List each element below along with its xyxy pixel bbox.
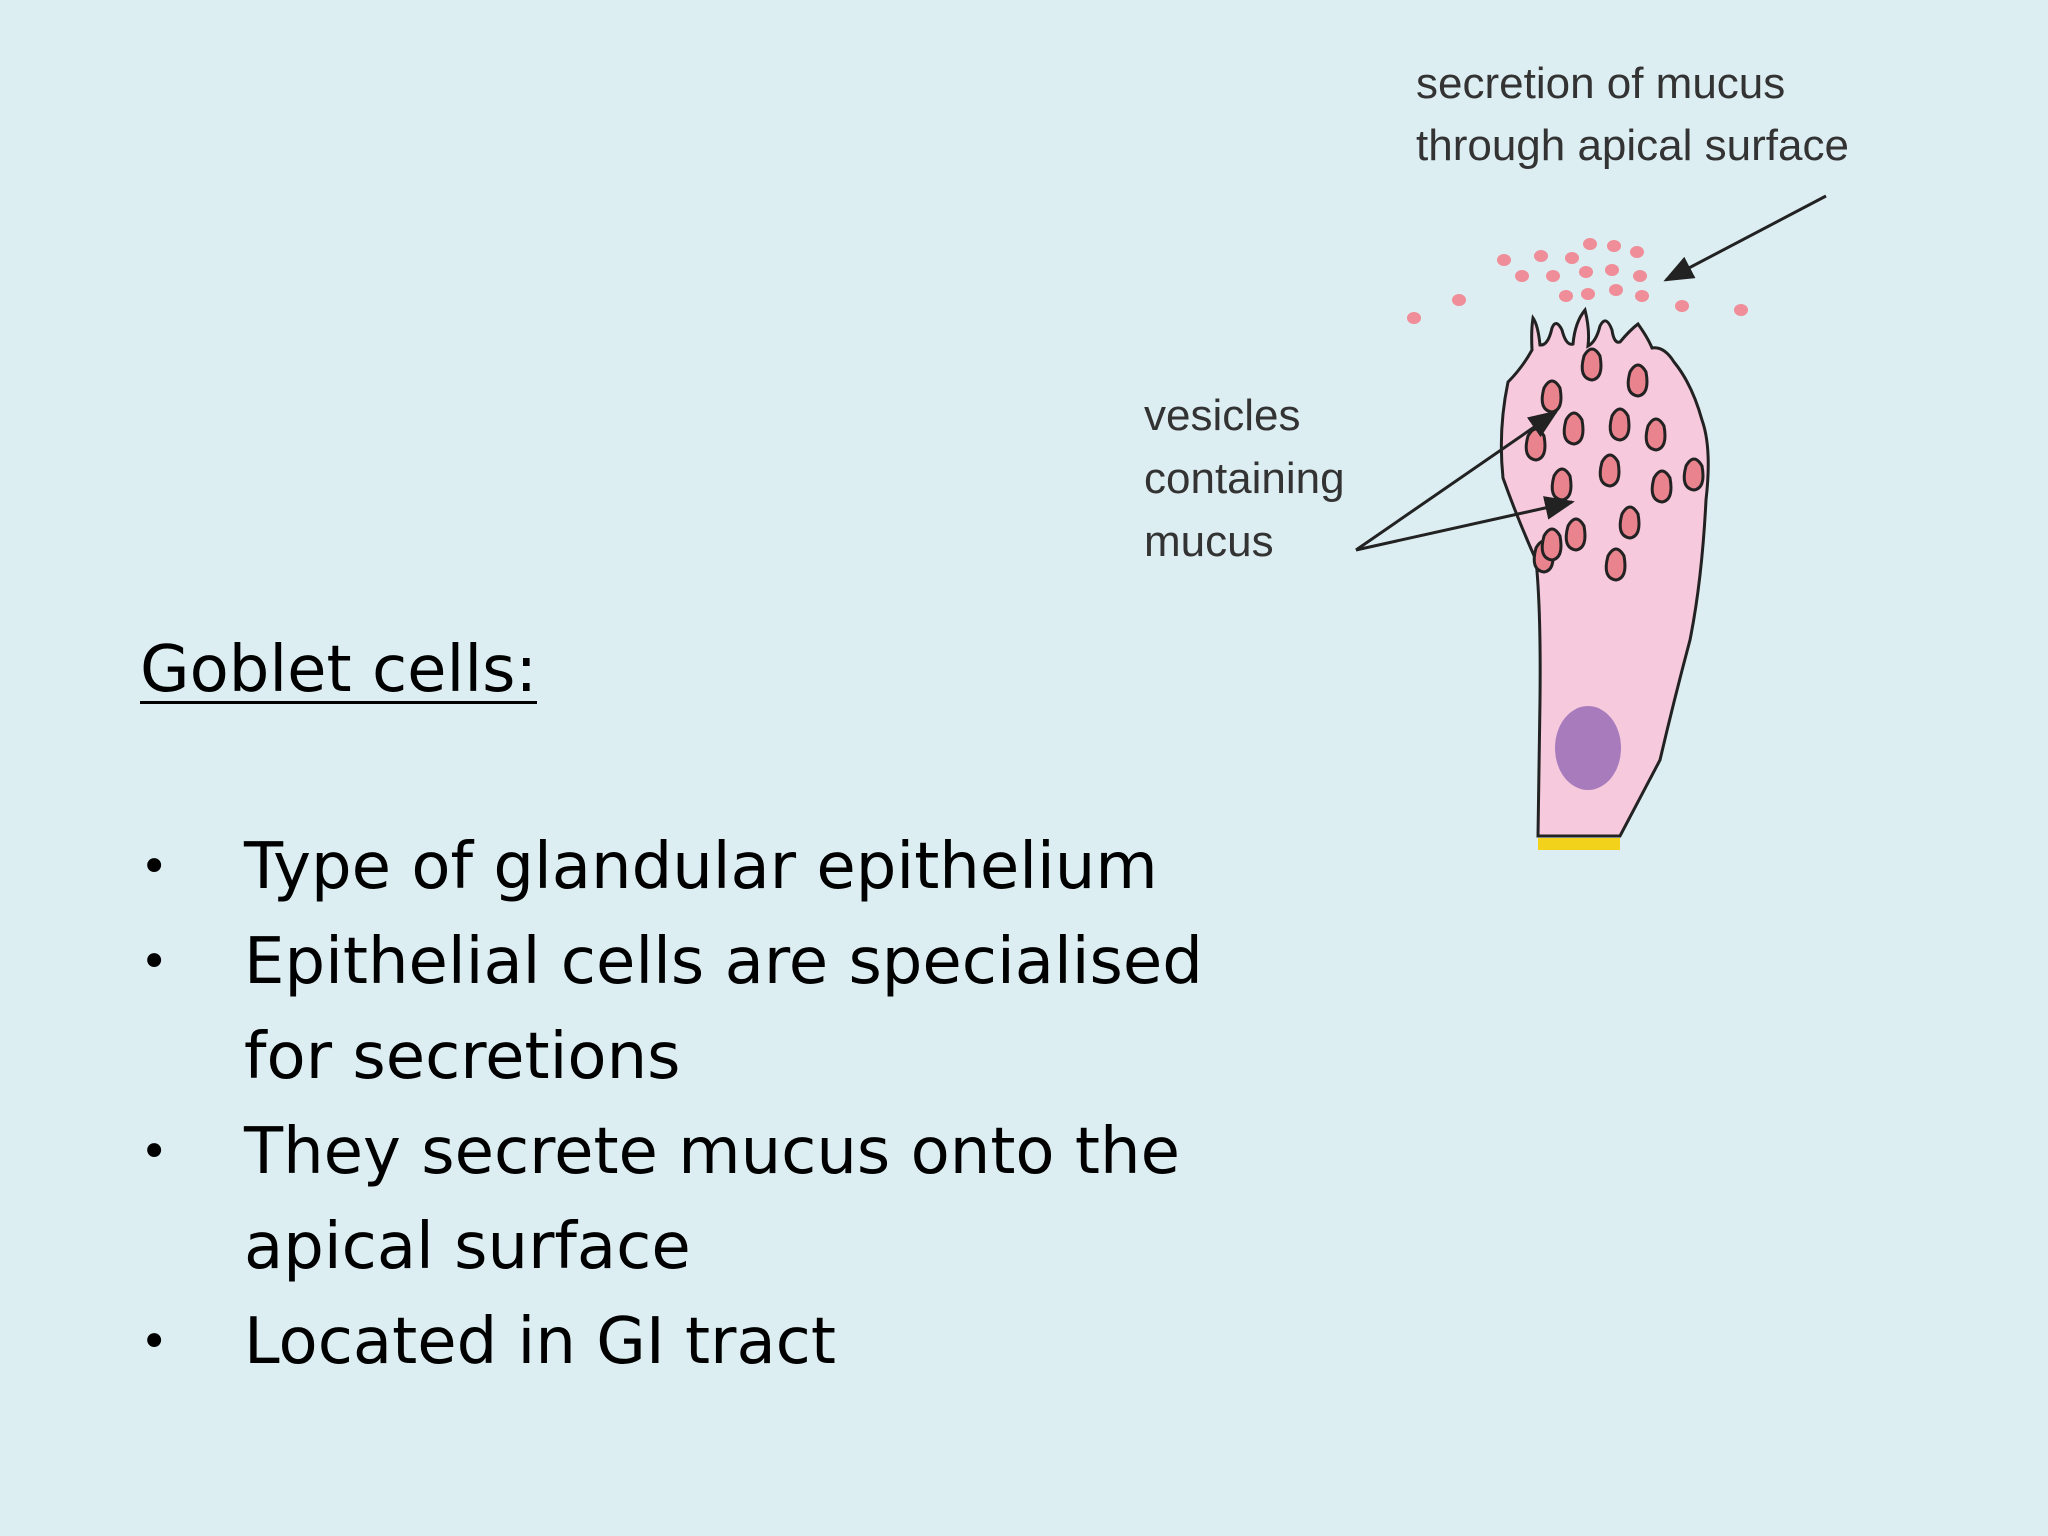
vesicle: [1644, 417, 1667, 452]
bullet-item: • They secrete mucus onto the apical surf…: [140, 1105, 1240, 1295]
vesicle: [1598, 453, 1621, 488]
bullet-dot: •: [140, 1124, 169, 1180]
bullet-text: Type of glandular epithelium: [244, 830, 1158, 904]
vesicle: [1618, 505, 1641, 540]
vesicle: [1626, 363, 1649, 398]
bullet-list: • Type of glandular epithelium • Epithelia…: [140, 820, 1240, 1390]
label-secretion-line1: secretion of mucus: [1416, 59, 1785, 108]
vesicle: [1580, 347, 1603, 382]
bullet-item: • Type of glandular epithelium: [140, 820, 1240, 915]
nucleus: [1555, 706, 1621, 790]
vesicle: [1604, 547, 1627, 582]
label-vesicles-line3: mucus: [1144, 517, 1274, 566]
bullet-dot: •: [140, 1314, 169, 1370]
arrow-secretion: [1663, 194, 1827, 282]
basement-membrane: [1538, 838, 1620, 850]
vesicle: [1682, 457, 1705, 492]
label-vesicles-line1: vesicles: [1144, 391, 1301, 440]
bullet-text: They secrete mucus onto the apical surfa…: [244, 1115, 1180, 1284]
vesicle: [1562, 411, 1585, 446]
bullet-dot: •: [140, 839, 169, 895]
vesicle: [1524, 427, 1547, 462]
label-vesicles-line2: containing: [1144, 454, 1345, 503]
bullet-item: • Located in GI tract: [140, 1295, 1240, 1390]
vesicle: [1564, 517, 1587, 552]
mucus-droplets: [1407, 238, 1748, 324]
bullet-text: Located in GI tract: [244, 1305, 836, 1379]
vesicle: [1608, 407, 1631, 442]
label-secretion-line2: through apical surface: [1416, 121, 1849, 170]
vesicle: [1540, 527, 1563, 562]
vesicle: [1550, 467, 1573, 502]
slide-title: Goblet cells:: [140, 633, 537, 707]
arrow-vesicle-lower: [1355, 496, 1575, 552]
goblet-cell-diagram: secretion of mucus through apical surfac…: [1144, 59, 1849, 850]
bullet-dot: •: [140, 934, 169, 990]
bullet-text: Epithelial cells are specialised for sec…: [244, 925, 1203, 1094]
vesicle: [1540, 379, 1563, 414]
arrow-vesicle-upper: [1355, 410, 1559, 552]
vesicle: [1650, 469, 1673, 504]
bullet-item: • Epithelial cells are specialised for se…: [140, 915, 1240, 1105]
